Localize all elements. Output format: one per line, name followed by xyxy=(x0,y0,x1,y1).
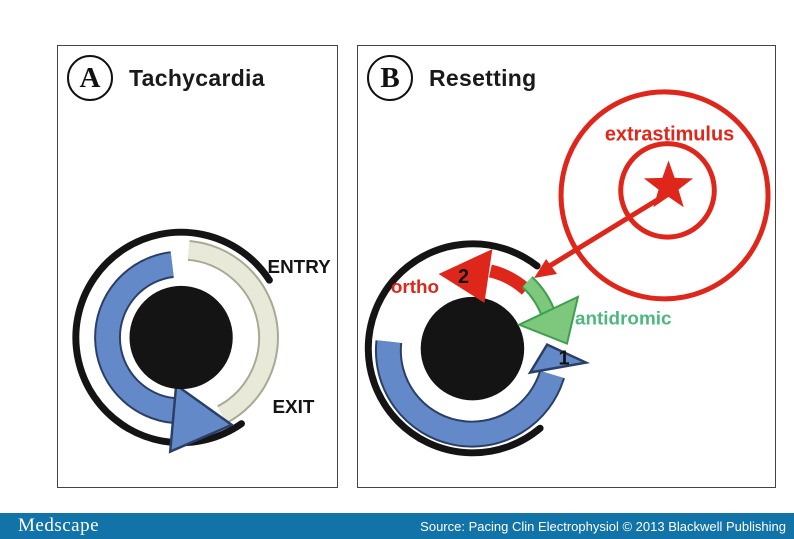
source-attribution: Source: Pacing Clin Electrophysiol © 201… xyxy=(420,518,786,534)
step-2-number: 2 xyxy=(458,266,469,288)
medscape-logo: Medscape xyxy=(18,515,100,536)
panel-resetting: extrastimulus ortho antidromic 2 1 B Res… xyxy=(357,45,776,488)
outer-circuit-arc xyxy=(72,228,273,447)
resetting-circuit-diagram: extrastimulus ortho antidromic 2 1 xyxy=(364,89,771,457)
exit-label: EXIT xyxy=(272,396,314,417)
panel-b-header: B Resetting xyxy=(367,55,537,101)
central-obstacle xyxy=(420,296,525,401)
tachycardia-arrow-head xyxy=(527,343,591,375)
extrastimulus-label: extrastimulus xyxy=(605,124,734,146)
panel-b-badge: B xyxy=(367,55,413,101)
panel-tachycardia: ENTRY EXIT A Tachycardia xyxy=(57,45,338,488)
panel-a-title: Tachycardia xyxy=(129,64,265,91)
tachycardia-arrow-body xyxy=(376,340,564,446)
isthmus-channel xyxy=(187,242,277,423)
star-icon xyxy=(643,160,694,208)
medscape-footer-bar: Medscape Source: Pacing Clin Electrophys… xyxy=(0,513,794,539)
outer-circuit-arc xyxy=(364,240,544,457)
reentry-arrow-head xyxy=(168,382,235,454)
antidromic-arrow-head xyxy=(516,295,580,345)
orthodromic-arrow-body xyxy=(488,264,531,295)
panel-a-badge: A xyxy=(67,55,113,101)
antidromic-label: antidromic xyxy=(575,309,672,330)
step-1-number: 1 xyxy=(558,348,569,370)
orthodromic-arrow-head xyxy=(438,249,493,303)
tachycardia-circuit-diagram: ENTRY EXIT xyxy=(72,228,331,454)
extrastimulus-delivery-line xyxy=(541,195,663,273)
extrastimulus-outer-ring xyxy=(558,89,771,302)
ortho-label: ortho xyxy=(391,277,439,298)
antidromic-arrow-body xyxy=(522,277,555,318)
panel-b-title: Resetting xyxy=(429,64,537,91)
panel-a-header: A Tachycardia xyxy=(67,55,265,101)
extrastimulus-inner-ring xyxy=(618,141,717,240)
reentry-arrow-body xyxy=(96,253,177,423)
panel-b-badge-letter: B xyxy=(380,61,400,94)
central-obstacle xyxy=(129,285,233,390)
entry-label: ENTRY xyxy=(267,256,331,277)
panel-a-badge-letter: A xyxy=(79,61,101,94)
extrastimulus-arrow-head xyxy=(534,259,558,278)
